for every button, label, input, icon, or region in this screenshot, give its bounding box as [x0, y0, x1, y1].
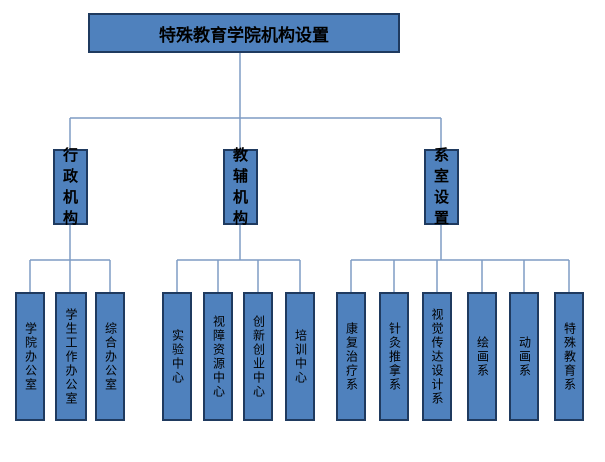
- unit-painting-dept: 绘画系: [467, 292, 497, 421]
- unit-label: 创新创业中心: [251, 314, 266, 399]
- unit-lab-center: 实验中心: [162, 292, 192, 421]
- unit-label: 培训中心: [293, 328, 308, 385]
- category-support: 教辅机构: [223, 146, 258, 227]
- unit-label: 动画系: [517, 335, 532, 378]
- unit-college-office: 学院办公室: [15, 292, 45, 421]
- unit-label: 视觉传达设计系: [430, 307, 444, 406]
- unit-special-education-dept: 特殊教育系: [554, 292, 584, 421]
- unit-label: 针灸推拿系: [387, 321, 402, 392]
- unit-student-affairs-office: 学生工作办公室: [55, 292, 87, 421]
- unit-visual-impairment-center: 视障资源中心: [203, 292, 233, 421]
- unit-animation-dept: 动画系: [509, 292, 539, 421]
- unit-training-center: 培训中心: [285, 292, 315, 421]
- unit-innovation-center: 创新创业中心: [243, 292, 273, 421]
- unit-label: 视障资源中心: [211, 314, 226, 399]
- category-departments: 系室设置: [424, 146, 459, 227]
- unit-general-office: 综合办公室: [95, 292, 125, 421]
- chart-title: 特殊教育学院机构设置: [88, 13, 400, 53]
- unit-acupuncture-dept: 针灸推拿系: [379, 292, 409, 421]
- unit-label: 实验中心: [170, 328, 185, 385]
- unit-rehab-dept: 康复治疗系: [336, 292, 366, 421]
- unit-label: 学院办公室: [23, 321, 38, 392]
- unit-label: 绘画系: [475, 335, 490, 378]
- unit-label: 综合办公室: [103, 321, 118, 392]
- unit-visual-design-dept: 视觉传达设计系: [422, 292, 452, 421]
- unit-label: 康复治疗系: [344, 321, 359, 392]
- unit-label: 学生工作办公室: [64, 307, 78, 406]
- category-admin: 行政机构: [53, 146, 88, 227]
- unit-label: 特殊教育系: [562, 321, 577, 392]
